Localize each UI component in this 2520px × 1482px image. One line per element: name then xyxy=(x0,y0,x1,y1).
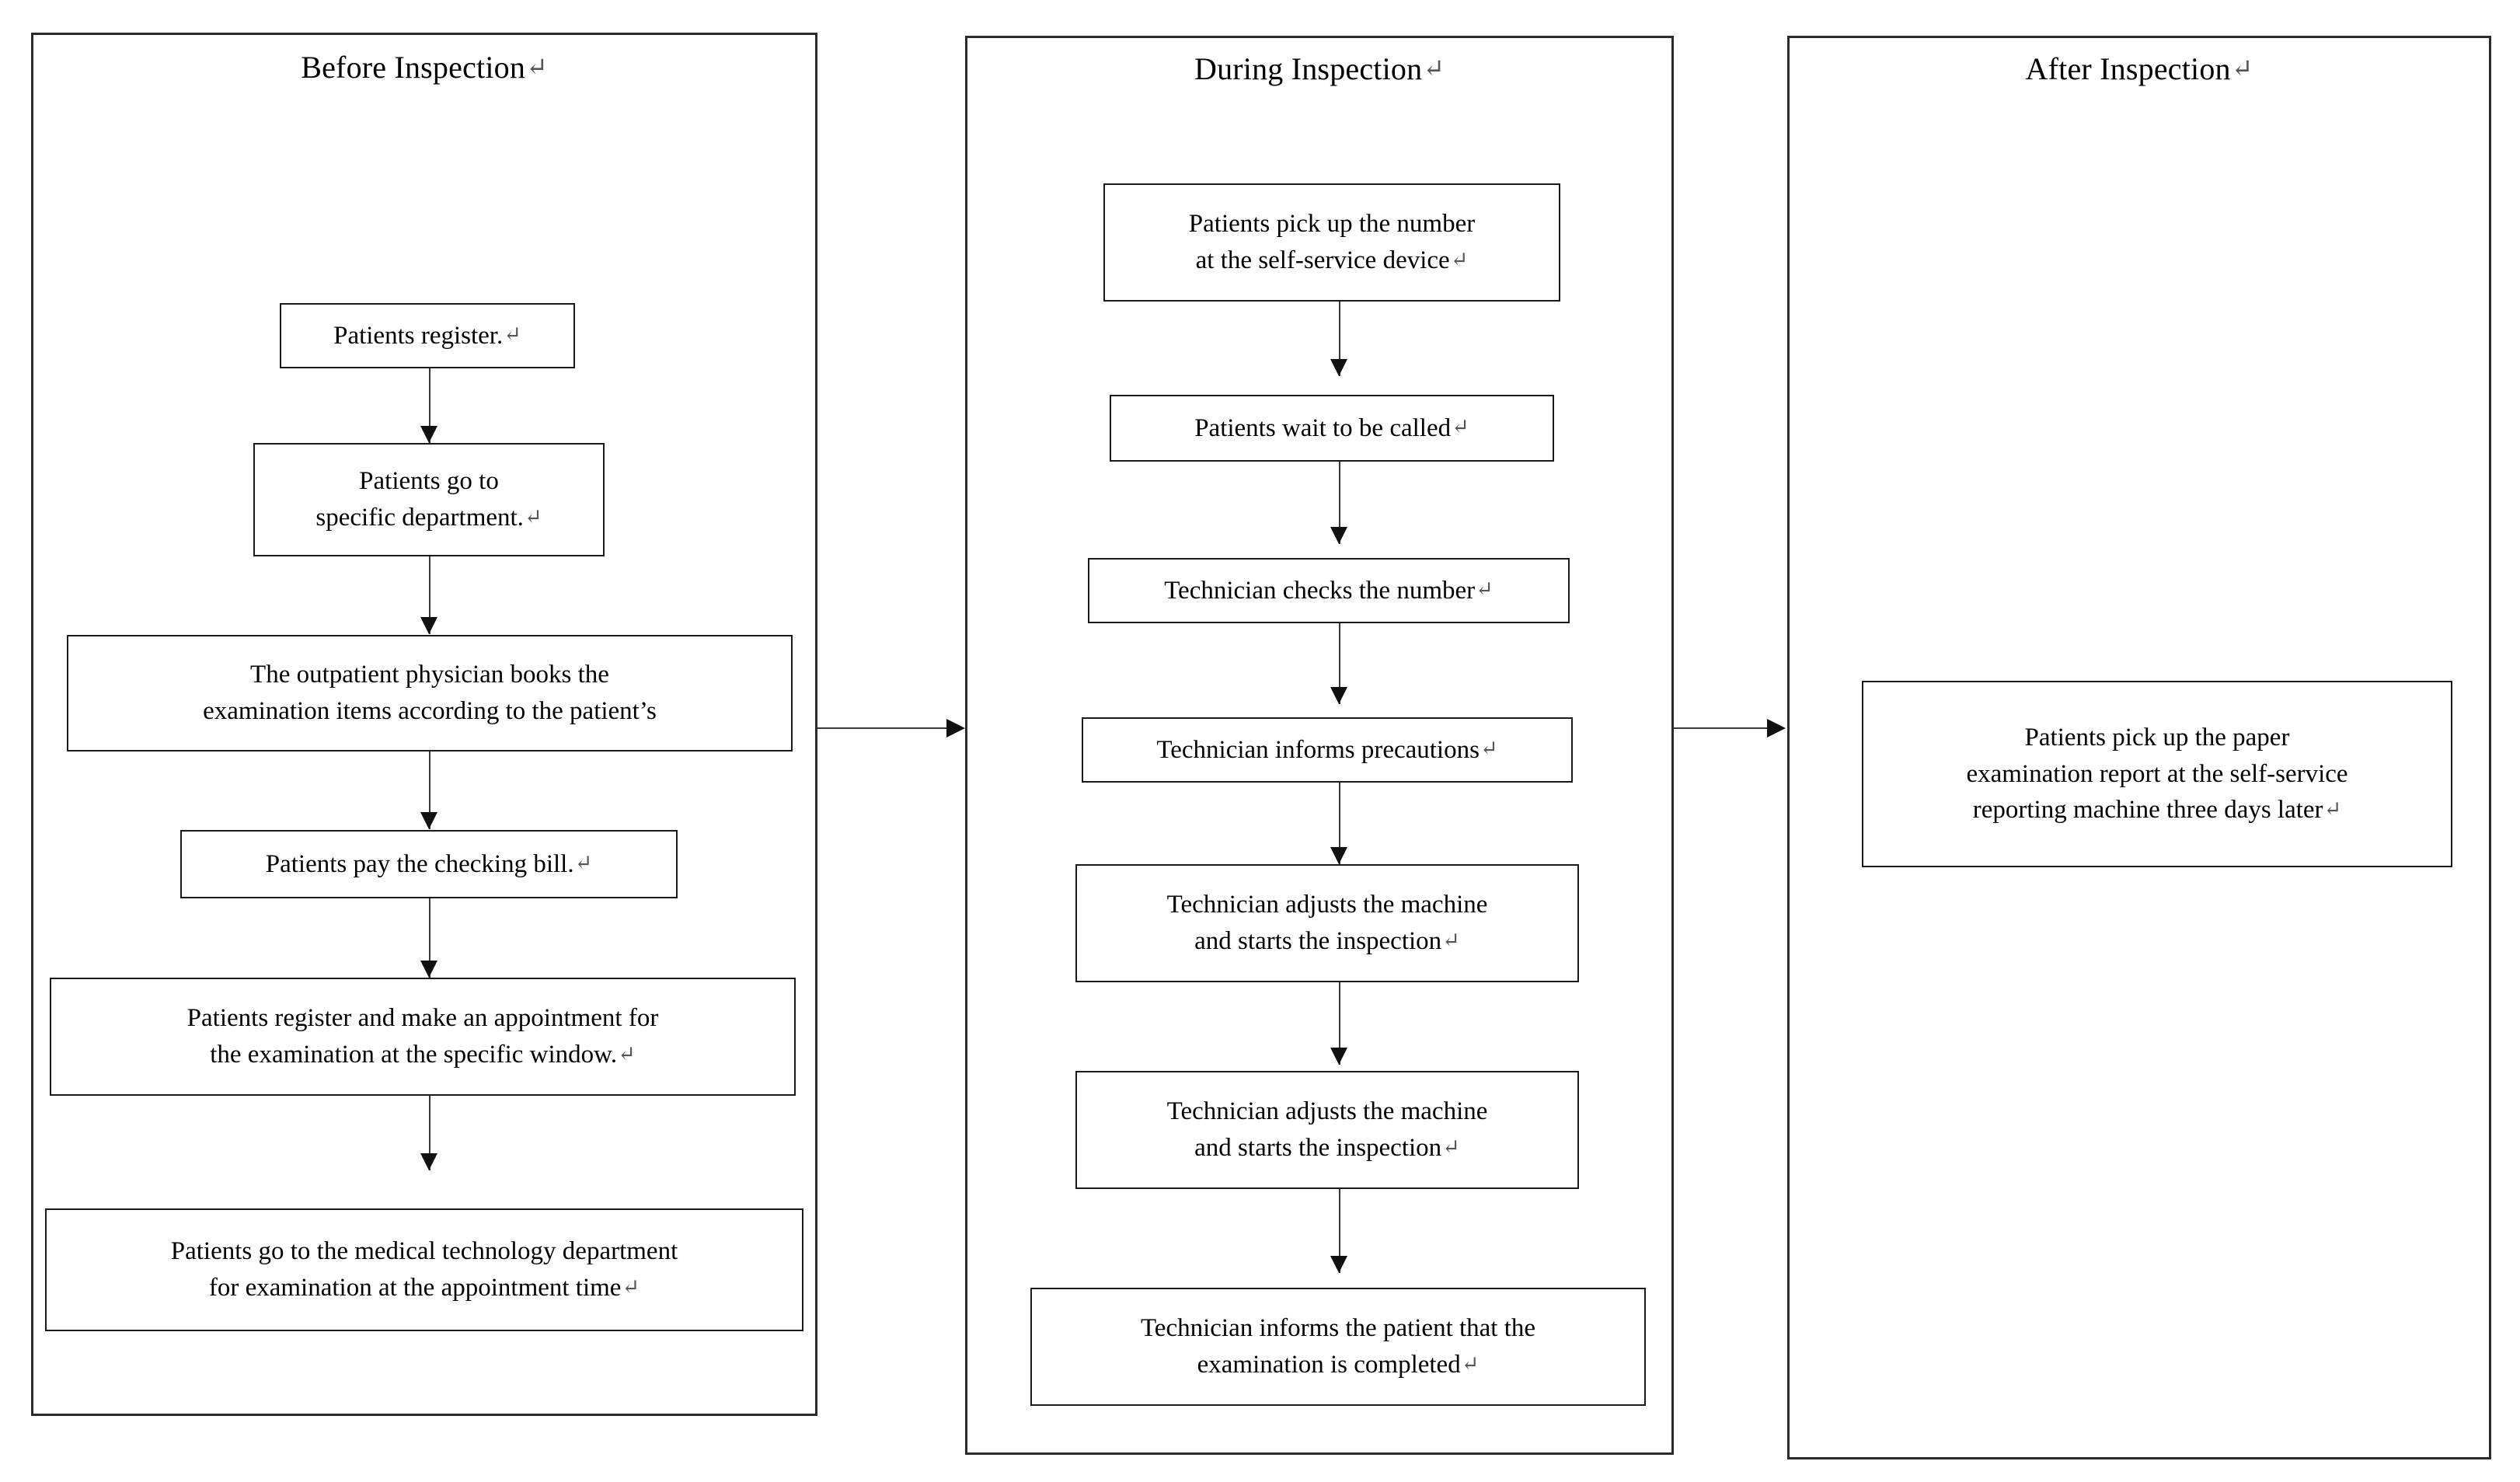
pilcrow-icon: ↵ xyxy=(1423,55,1445,84)
pilcrow-icon: ↵ xyxy=(524,504,542,528)
node-patients-go-to-medical-technology-dept: Patients go to the medical technology de… xyxy=(45,1208,803,1331)
panel-title-during: During Inspection↵ xyxy=(1194,51,1445,86)
arrowhead-b3-b4 xyxy=(420,812,437,829)
connector-b4-b5 xyxy=(429,898,430,978)
arrowhead-d4-d5 xyxy=(1330,847,1347,864)
node-patients-register-make-appointment: Patients register and make an appointmen… xyxy=(50,978,796,1096)
connector-d1-d2 xyxy=(1339,302,1340,376)
arrowhead-d5-d6 xyxy=(1330,1048,1347,1065)
panel-title-after: After Inspection↵ xyxy=(2025,51,2253,86)
connector-d5-d6 xyxy=(1339,982,1340,1065)
connector-d2-d3 xyxy=(1339,462,1340,544)
connector-d3-d4 xyxy=(1339,623,1340,704)
node-patients-register: Patients register.↵ xyxy=(280,303,575,368)
pilcrow-icon: ↵ xyxy=(1442,1135,1460,1159)
pilcrow-icon: ↵ xyxy=(1450,247,1469,271)
pilcrow-icon: ↵ xyxy=(504,323,521,347)
pilcrow-icon: ↵ xyxy=(2231,55,2253,84)
arrowhead-b5-b6 xyxy=(420,1153,437,1170)
connector-b3-b4 xyxy=(429,751,430,829)
node-patients-pay-checking-bill: Patients pay the checking bill.↵ xyxy=(180,830,678,898)
pilcrow-icon: ↵ xyxy=(1476,577,1494,602)
connector-d6-d7 xyxy=(1339,1189,1340,1273)
pilcrow-icon: ↵ xyxy=(526,54,548,82)
node-technician-checks-number: Technician checks the number↵ xyxy=(1088,558,1570,623)
arrowhead-d3-d4 xyxy=(1330,687,1347,704)
arrowhead-b4-b5 xyxy=(420,961,437,978)
pilcrow-icon: ↵ xyxy=(1480,737,1498,761)
connector-b1-b2 xyxy=(429,368,430,443)
arrowhead-d1-d2 xyxy=(1330,359,1347,376)
arrowhead-d6-d7 xyxy=(1330,1256,1347,1273)
pilcrow-icon: ↵ xyxy=(622,1275,640,1299)
node-technician-informs-precautions: Technician informs precautions↵ xyxy=(1082,717,1573,783)
arrowhead-b1-b2 xyxy=(420,426,437,443)
panel-title-before: Before Inspection↵ xyxy=(301,50,548,85)
connector-b5-b6 xyxy=(429,1096,430,1170)
connector-before-to-during xyxy=(817,727,948,729)
pilcrow-icon: ↵ xyxy=(1442,928,1460,952)
arrowhead-before-to-during xyxy=(946,719,965,738)
connector-b2-b3 xyxy=(429,556,430,634)
pilcrow-icon: ↵ xyxy=(574,851,593,875)
pilcrow-icon: ↵ xyxy=(1461,1351,1480,1376)
pilcrow-icon: ↵ xyxy=(618,1041,636,1065)
arrowhead-b2-b3 xyxy=(420,617,437,634)
connector-d4-d5 xyxy=(1339,783,1340,865)
arrowhead-d2-d3 xyxy=(1330,527,1347,544)
pilcrow-icon: ↵ xyxy=(2323,797,2342,821)
pilcrow-icon: ↵ xyxy=(1452,415,1469,439)
node-patients-wait-to-be-called: Patients wait to be called↵ xyxy=(1110,395,1554,462)
connector-during-to-after xyxy=(1674,727,1769,729)
arrowhead-during-to-after xyxy=(1767,719,1786,738)
